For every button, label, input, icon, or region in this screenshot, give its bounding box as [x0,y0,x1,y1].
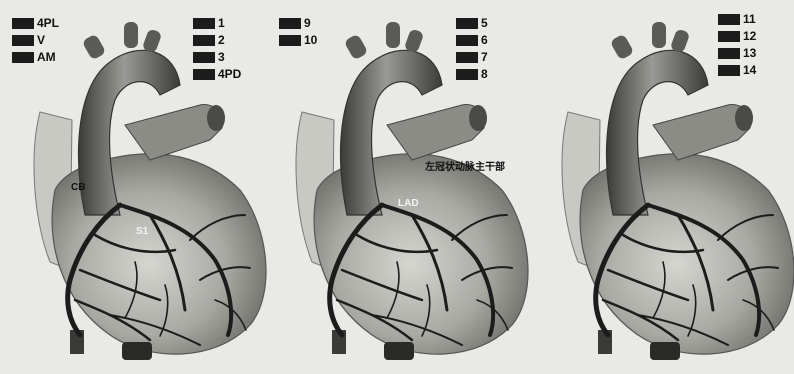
legend-swatch [718,31,740,42]
legend-swatch [193,52,215,63]
legend-label: 1 [218,17,225,30]
legend-item: V [12,33,59,48]
legend-item: 8 [456,67,488,82]
legend-item: 4PD [193,67,241,82]
legend-label: 14 [743,64,756,77]
legend-item: 3 [193,50,241,65]
legend-label: 5 [481,17,488,30]
heart-panel-3 [562,22,794,360]
legend-swatch [456,18,478,29]
legend-item: 2 [193,33,241,48]
legend-swatch [12,35,34,46]
legend-panel2-left: 9 10 [279,16,317,50]
heart-panel-2 [296,22,528,360]
legend-label: 11 [743,13,756,26]
legend-label: 12 [743,30,756,43]
legend-swatch [456,52,478,63]
legend-swatch [279,35,301,46]
legend-label: 4PL [37,17,59,30]
legend-panel1-left: 4PL V AM [12,16,59,67]
legend-swatch [12,18,34,29]
annotation-left-main-coronary: 左冠状动脉主干部 [425,158,505,173]
legend-panel2-right: 5 6 7 8 [456,16,488,84]
legend-item: 6 [456,33,488,48]
legend-label: 10 [304,34,317,47]
legend-item: AM [12,50,59,65]
legend-item: 5 [456,16,488,31]
legend-item: 13 [718,46,756,61]
legend-panel1-right: 1 2 3 4PD [193,16,241,84]
legend-label: 7 [481,51,488,64]
legend-swatch [12,52,34,63]
legend-label: 4PD [218,68,241,81]
legend-item: 11 [718,12,756,27]
annotation-s1: S1 [136,226,148,237]
annotation-lad: LAD [398,198,419,209]
legend-swatch [456,35,478,46]
legend-swatch [456,69,478,80]
legend-item: 10 [279,33,317,48]
legend-item: 14 [718,63,756,78]
legend-label: 8 [481,68,488,81]
legend-label: V [37,34,45,47]
legend-swatch [193,18,215,29]
legend-label: 9 [304,17,311,30]
legend-label: 2 [218,34,225,47]
legend-item: 1 [193,16,241,31]
legend-label: 6 [481,34,488,47]
legend-panel3: 11 12 13 14 [718,12,756,80]
legend-item: 7 [456,50,488,65]
annotation-cb: CB [71,182,85,193]
legend-swatch [193,35,215,46]
legend-swatch [718,65,740,76]
legend-swatch [718,14,740,25]
legend-swatch [193,69,215,80]
legend-item: 9 [279,16,317,31]
legend-swatch [718,48,740,59]
legend-item: 12 [718,29,756,44]
legend-label: AM [37,51,56,64]
legend-label: 3 [218,51,225,64]
legend-item: 4PL [12,16,59,31]
legend-swatch [279,18,301,29]
legend-label: 13 [743,47,756,60]
